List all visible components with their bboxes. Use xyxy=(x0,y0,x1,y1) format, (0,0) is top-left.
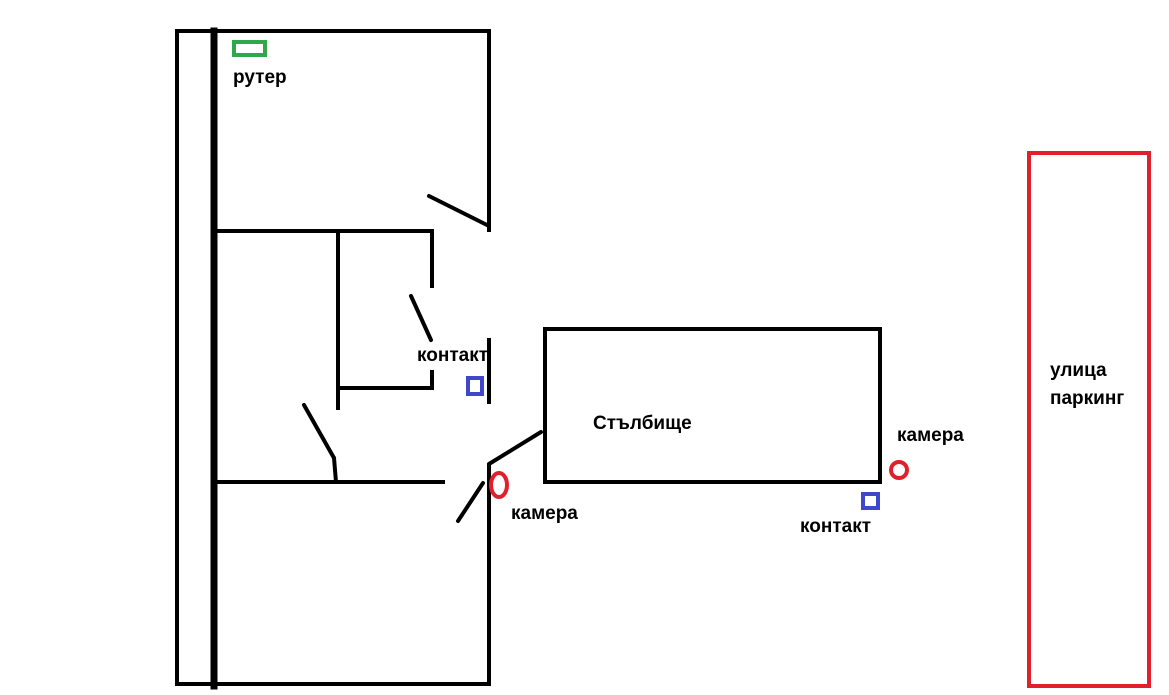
door-entrance-a xyxy=(487,430,543,466)
street-label-line2: паркинг xyxy=(1050,388,1125,409)
router-label: рутер xyxy=(233,67,287,88)
camera-door-icon xyxy=(489,471,509,499)
interior-walls xyxy=(214,229,491,484)
contact-inside-label: контакт xyxy=(417,345,489,366)
door-inner-room xyxy=(409,294,433,342)
router-icon xyxy=(232,40,267,57)
door-lower-left xyxy=(302,403,336,460)
contact-inside-icon xyxy=(466,376,484,396)
door-upper-right xyxy=(427,194,489,227)
camera-outside-icon xyxy=(889,460,909,480)
camera-door-label: камера xyxy=(511,503,578,524)
doors xyxy=(302,194,543,523)
door-lower-left-tail xyxy=(332,456,338,484)
camera-outside-label: камера xyxy=(897,425,964,446)
stairwell-outline xyxy=(543,327,882,484)
contact-outside-icon xyxy=(861,492,880,510)
street-parking-label: улица паркинг xyxy=(1050,357,1124,413)
stairwell-label: Стълбище xyxy=(593,413,692,434)
contact-outside-label: контакт xyxy=(800,516,872,537)
street-label-line1: улица xyxy=(1050,360,1107,381)
street-parking-outline xyxy=(1027,151,1151,688)
door-entrance-b xyxy=(456,481,485,523)
